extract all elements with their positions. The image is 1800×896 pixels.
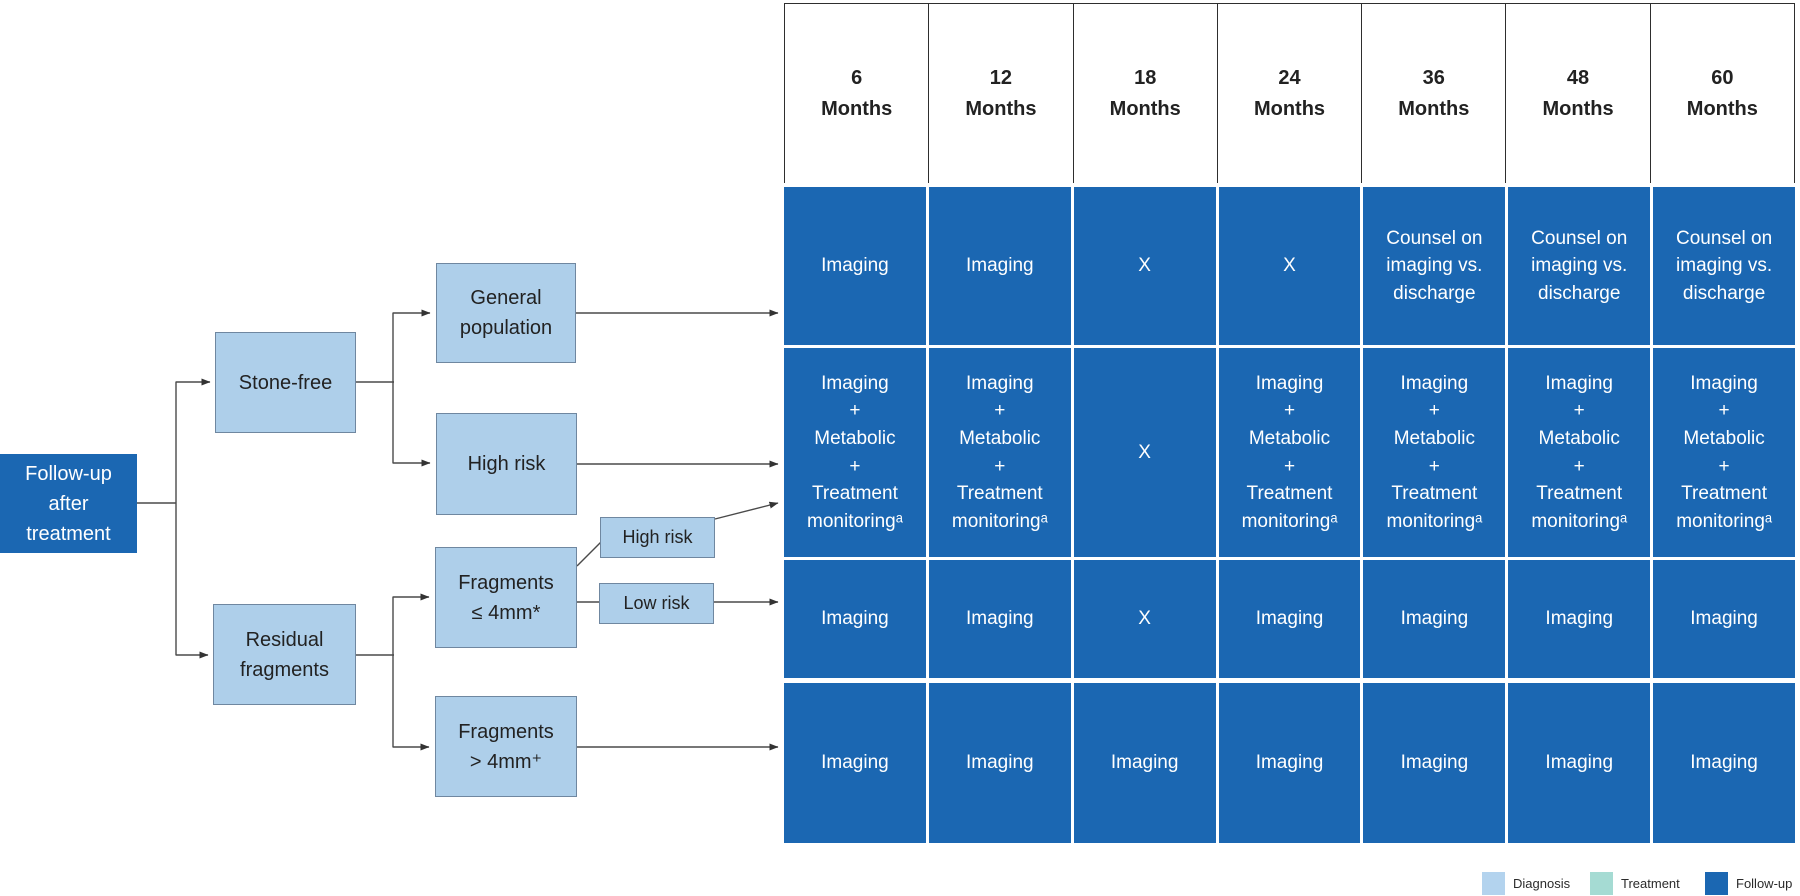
table-cell: Imaging + Metabolic + Treatment monitori… xyxy=(1363,348,1506,557)
table-cell: Imaging xyxy=(1508,560,1651,678)
table-cell: Imaging xyxy=(928,683,1071,843)
table-cell: Imaging xyxy=(784,560,926,678)
header-24-months: 24 Months xyxy=(1216,4,1362,183)
treatment-color-chip xyxy=(1590,872,1613,895)
node-stone-free: Stone-free xyxy=(215,332,356,433)
header-12-months: 12 Months xyxy=(928,4,1073,183)
table-row-general-population: Imaging Imaging X X Counsel on imaging v… xyxy=(784,187,1796,345)
legend-label-treatment: Treatment xyxy=(1621,876,1680,891)
table-cell: Counsel on imaging vs. discharge xyxy=(1508,187,1651,345)
node-fragments-small: Fragments ≤ 4mm* xyxy=(435,547,577,648)
node-high-risk: High risk xyxy=(436,413,577,515)
table-cell: X xyxy=(1073,560,1216,678)
node-fragments-high-risk: High risk xyxy=(600,517,715,558)
follow-up-color-chip xyxy=(1705,872,1728,895)
node-follow-up-after-treatment: Follow-up after treatment xyxy=(0,454,137,553)
table-cell: Imaging xyxy=(1218,560,1361,678)
node-general-population: General population xyxy=(436,263,576,363)
header-36-months: 36 Months xyxy=(1361,4,1506,183)
table-row-low-risk: Imaging Imaging X Imaging Imaging Imagin… xyxy=(784,560,1796,678)
table-cell: X xyxy=(1218,187,1361,345)
table-cell: Imaging + Metabolic + Treatment monitori… xyxy=(784,348,926,557)
node-fragments-large: Fragments > 4mm⁺ xyxy=(435,696,577,797)
legend-item-diagnosis: Diagnosis xyxy=(1482,872,1570,895)
node-fragments-low-risk: Low risk xyxy=(599,583,714,624)
table-row-high-risk: Imaging + Metabolic + Treatment monitori… xyxy=(784,348,1796,557)
header-48-months: 48 Months xyxy=(1505,4,1650,183)
header-60-months: 60 Months xyxy=(1649,4,1794,183)
table-cell: Imaging + Metabolic + Treatment monitori… xyxy=(928,348,1071,557)
table-cell: Imaging xyxy=(1653,683,1796,843)
table-cell: Imaging + Metabolic + Treatment monitori… xyxy=(1218,348,1361,557)
table-cell: X xyxy=(1073,187,1216,345)
table-cell: Imaging xyxy=(1363,560,1506,678)
header-6-months: 6 Months xyxy=(784,4,929,183)
table-cell: Counsel on imaging vs. discharge xyxy=(1363,187,1506,345)
node-residual-fragments: Residual fragments xyxy=(213,604,356,705)
table-cell: Imaging xyxy=(784,683,926,843)
legend-label-follow-up: Follow-up xyxy=(1736,876,1793,891)
legend-item-treatment: Treatment xyxy=(1590,872,1680,895)
table-cell: Imaging xyxy=(1073,683,1216,843)
table-cell: Counsel on imaging vs. discharge xyxy=(1653,187,1796,345)
legend-item-follow-up: Follow-up xyxy=(1705,872,1792,895)
table-cell: X xyxy=(1073,348,1216,557)
table-cell: Imaging + Metabolic + Treatment monitori… xyxy=(1653,348,1796,557)
table-cell: Imaging xyxy=(1218,683,1361,843)
table-cell: Imaging xyxy=(928,187,1071,345)
legend-label-diagnosis: Diagnosis xyxy=(1513,876,1571,891)
table-cell: Imaging xyxy=(928,560,1071,678)
table-cell: Imaging + Metabolic + Treatment monitori… xyxy=(1508,348,1651,557)
table-cell: Imaging xyxy=(1508,683,1651,843)
header-18-months: 18 Months xyxy=(1072,4,1217,183)
table-row-fragments-large: Imaging Imaging Imaging Imaging Imaging … xyxy=(784,683,1796,843)
table-cell: Imaging xyxy=(1363,683,1506,843)
table-cell: Imaging xyxy=(784,187,926,345)
connector-fragments-to-high-risk-small xyxy=(576,541,602,567)
table-cell: Imaging xyxy=(1653,560,1796,678)
connector-high-risk-small-to-row2 xyxy=(714,501,779,520)
diagnosis-color-chip xyxy=(1482,872,1505,895)
table-header-row: 6 Months 12 Months 18 Months 24 Months 3… xyxy=(784,3,1795,183)
